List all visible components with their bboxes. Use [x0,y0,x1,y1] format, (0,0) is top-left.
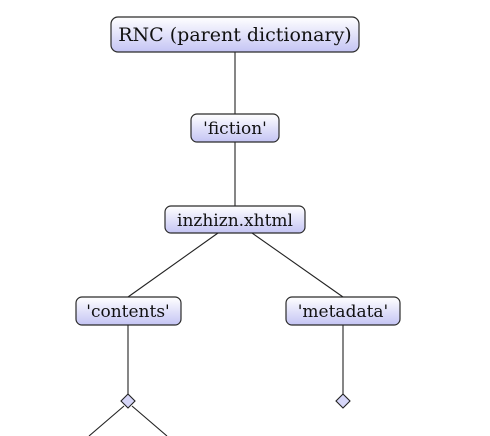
node-file: inzhizn.xhtml [164,205,306,234]
node-file-label: inzhizn.xhtml [177,211,293,231]
node-fiction-box [190,113,280,143]
node-root-box [110,16,360,53]
node-root: RNC (parent dictionary) [110,16,360,53]
edge-file-contents [127,232,219,298]
node-fiction-label: 'fiction' [203,119,267,139]
edge-marker-left-branch [88,405,125,436]
metadata-leaf-marker [335,393,351,409]
node-metadata: 'metadata' [285,296,401,326]
node-file-box [164,205,306,234]
node-root-label: RNC (parent dictionary) [118,24,351,46]
edge-marker-right-branch [131,405,168,436]
node-metadata-box [285,296,401,326]
node-metadata-label: 'metadata' [298,302,388,322]
node-fiction: 'fiction' [190,113,280,143]
node-contents-box [75,296,182,326]
node-contents-label: 'contents' [86,302,169,322]
node-contents: 'contents' [75,296,182,326]
edge-file-metadata [251,232,344,298]
contents-branch-marker [120,393,136,409]
